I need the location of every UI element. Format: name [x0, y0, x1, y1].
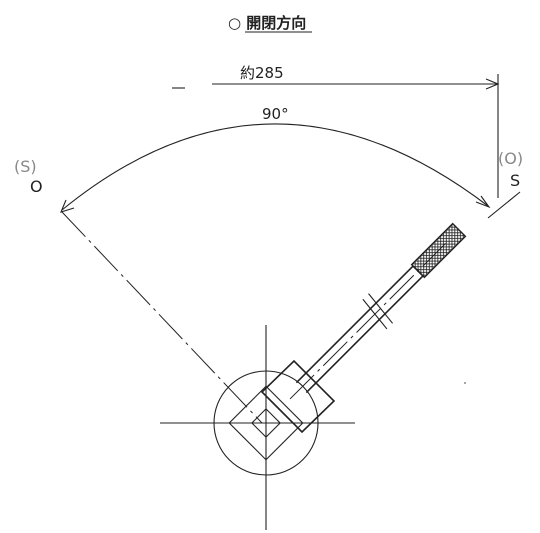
square-socket: [228, 385, 304, 461]
length-dimension-label: 約285: [240, 64, 284, 82]
handle-shaft-top: [295, 265, 414, 384]
inner-square: [251, 408, 281, 438]
left-secondary-label: (S): [14, 157, 37, 176]
break-mark-1: [362, 298, 388, 330]
left-primary-label: O: [30, 177, 43, 196]
speck: [464, 382, 466, 384]
handle-centerline: [289, 243, 446, 400]
handle-shaft-bottom: [305, 275, 424, 394]
angle-arrow-left: [60, 199, 75, 213]
angle-arrow-right: [475, 195, 491, 209]
title-text: ○ 開閉方向: [228, 14, 306, 32]
break-mark-2: [368, 293, 393, 324]
right-position-tick: [487, 191, 521, 219]
angle-dimension-label: 90°: [262, 105, 289, 123]
handle-shaft-group: [289, 222, 467, 400]
left-position-centerline: [61, 211, 263, 424]
angle-dimension-arc: [61, 123, 489, 211]
right-primary-label: S: [510, 171, 520, 190]
right-secondary-label: (O): [498, 149, 523, 168]
grip-start-edge: [412, 265, 424, 277]
handle-block: [260, 359, 336, 434]
handle-grip: [410, 222, 467, 279]
